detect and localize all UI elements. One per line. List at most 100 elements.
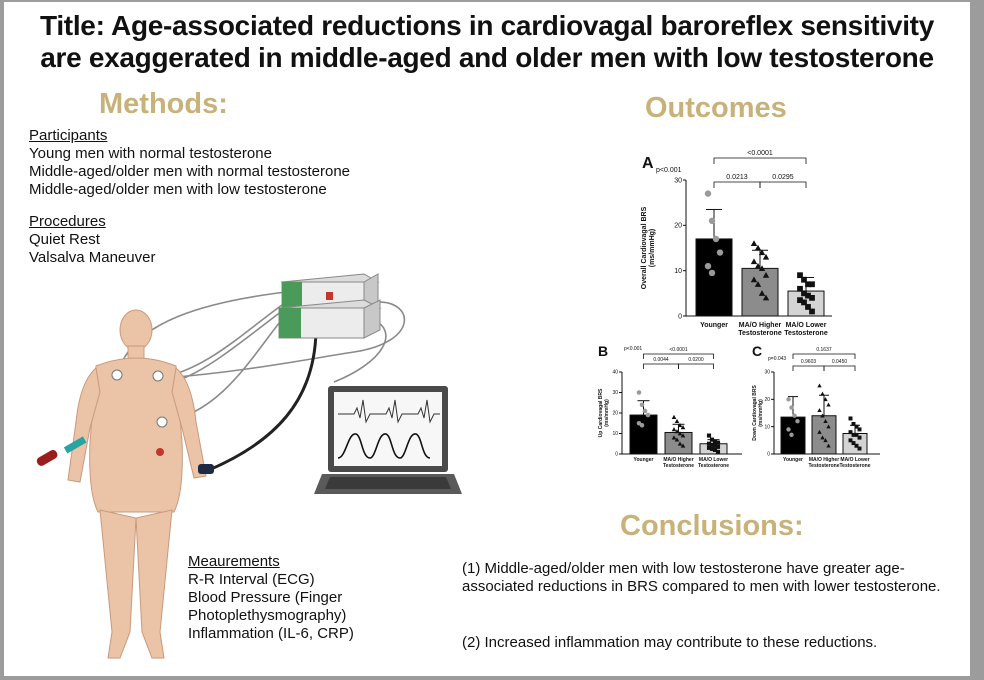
data-point — [750, 240, 758, 247]
comparison-p-label: <0.0001 — [747, 150, 773, 157]
data-point — [704, 190, 712, 197]
y-axis-label: Down Cardiovagal BRS — [752, 385, 758, 441]
data-point — [820, 435, 825, 440]
comparison-bracket — [792, 353, 856, 359]
data-point — [857, 435, 862, 440]
data-point — [805, 292, 811, 299]
participant-item: Middle-aged/older men with normal testos… — [29, 163, 350, 180]
data-point — [636, 390, 642, 395]
data-point — [677, 441, 683, 446]
measurement-item: R-R Interval (ECG) — [188, 571, 315, 588]
x-tick-label: Testosterone — [808, 463, 839, 469]
data-point — [708, 217, 716, 224]
data-point — [851, 441, 856, 446]
comparison-bracket — [713, 181, 761, 188]
finger-cuff-icon — [156, 448, 214, 474]
x-tick-label: Younger — [783, 457, 803, 463]
participant-item: Young men with normal testosterone — [29, 145, 272, 162]
data-point — [857, 446, 862, 451]
bar — [811, 415, 837, 455]
y-tick-label: 20 — [612, 411, 618, 417]
conclusion-item: (2) Increased inflammation may contribut… — [462, 634, 878, 651]
data-point — [762, 272, 770, 278]
procedures-block: Procedures Quiet Rest Valsalva Maneuver — [29, 213, 155, 267]
data-point — [805, 281, 811, 288]
data-point — [801, 276, 807, 283]
participants-block: Participants Young men with normal testo… — [29, 127, 350, 199]
data-point — [789, 432, 794, 438]
comparison-bracket — [678, 363, 714, 369]
data-point — [762, 294, 770, 301]
y-axis-label: Overall Cardiovagal BRS — [641, 206, 648, 289]
y-tick-label: 10 — [764, 424, 770, 430]
y-tick-label: 10 — [674, 268, 682, 275]
conclusions-heading: Conclusions: — [620, 510, 804, 542]
data-point — [677, 423, 683, 428]
methods-heading: Methods: — [99, 88, 228, 120]
bar — [629, 414, 658, 455]
x-tick-label: Testosterone — [738, 330, 782, 337]
data-point — [750, 258, 758, 265]
participant-item: Middle-aged/older men with low testoster… — [29, 181, 327, 198]
data-point — [712, 447, 718, 452]
data-point — [809, 308, 815, 315]
human-figure — [67, 309, 207, 659]
x-tick-label: MA/O Higher — [663, 457, 693, 463]
comparison-bracket — [713, 157, 807, 164]
anova-p-label: p<0.001 — [624, 346, 642, 352]
outcomes-heading: Outcomes — [645, 92, 787, 124]
x-tick-label: Testosterone — [784, 330, 828, 337]
procedure-item: Valsalva Maneuver — [29, 249, 156, 266]
data-point — [680, 443, 686, 448]
data-point — [801, 299, 807, 306]
comparison-p-label: 0.0213 — [726, 174, 748, 181]
x-tick-label: MA/O Lower — [840, 457, 869, 463]
y-tick-label: 30 — [612, 390, 618, 396]
data-point — [789, 405, 794, 410]
comparison-p-label: 0.1637 — [816, 347, 832, 353]
data-point — [712, 235, 720, 243]
comparison-p-label: <0.0001 — [669, 347, 687, 353]
data-point — [758, 290, 766, 296]
y-tick-label: 10 — [612, 431, 618, 437]
y-tick-label: 0 — [678, 313, 682, 320]
data-point — [817, 408, 822, 413]
data-point — [826, 424, 831, 429]
data-point — [795, 419, 800, 424]
data-point — [758, 265, 766, 271]
data-point — [809, 281, 815, 288]
data-point — [645, 412, 651, 418]
data-point — [704, 262, 712, 270]
bar — [695, 238, 733, 317]
data-point — [817, 383, 822, 388]
data-point — [706, 445, 712, 450]
poster-page: Title: Age-associated reductions in card… — [4, 2, 970, 676]
comparison-p-label: 0.0450 — [832, 359, 848, 365]
data-point — [642, 408, 648, 414]
procedures-heading: Procedures — [29, 213, 106, 230]
data-point — [848, 430, 853, 435]
anova-p-label: p=0.043 — [768, 356, 786, 362]
bar — [664, 431, 693, 455]
x-tick-label: Testosterone — [839, 463, 870, 469]
data-point — [680, 425, 686, 430]
title-line-1: Title: Age-associated reductions in card… — [40, 10, 934, 41]
data-point — [851, 432, 856, 437]
comparison-p-label: 0.0044 — [653, 357, 669, 363]
measurements-block: Meaurements R-R Interval (ECG) Blood Pre… — [188, 553, 354, 643]
x-tick-label: Younger — [634, 457, 654, 463]
measurement-item: Inflammation (IL-6, CRP) — [188, 625, 354, 642]
y-axis-label: (ms/mmHg) — [758, 399, 764, 427]
blood-draw-icon — [36, 436, 87, 466]
comparison-bracket — [792, 365, 825, 371]
ecg-electrode-icon — [111, 369, 168, 428]
data-point — [715, 444, 721, 449]
laptop — [314, 386, 462, 494]
data-point — [674, 418, 680, 424]
data-acquisition-device — [277, 273, 382, 339]
data-point — [820, 391, 825, 396]
comparison-bracket — [643, 363, 679, 369]
data-point — [754, 281, 762, 287]
